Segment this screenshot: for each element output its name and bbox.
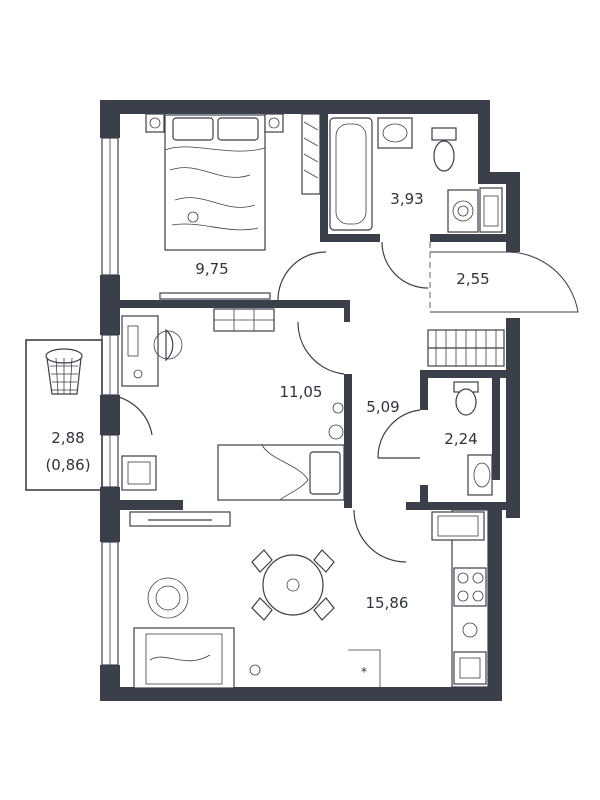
dresser — [159, 292, 271, 300]
closet — [427, 329, 505, 367]
sink — [377, 117, 413, 149]
nightstand-left — [145, 113, 165, 133]
bedroom-2-furniture — [121, 308, 345, 501]
round-rug — [147, 577, 189, 619]
double-bed — [164, 114, 266, 251]
laundry-basket-icon — [45, 348, 83, 395]
loggia — [25, 339, 153, 491]
asterisk-mark: * — [361, 665, 367, 679]
ball-toy — [328, 402, 344, 440]
toilet — [431, 127, 457, 172]
wardrobe — [301, 113, 321, 195]
armchair — [121, 455, 157, 491]
washing-machine — [447, 189, 479, 233]
tv-stand — [129, 511, 231, 527]
room-area-toilet: 2,24 — [444, 430, 477, 448]
bathroom-fixtures — [329, 117, 503, 289]
window-living — [101, 541, 119, 666]
room-area-bedroom-1: 9,75 — [195, 260, 228, 278]
room-area-kitchen-living: 15,86 — [366, 594, 409, 612]
interior-walls — [115, 110, 510, 510]
room-area-loggia-reduced: (0,86) — [45, 456, 90, 474]
bedroom-1-furniture — [145, 113, 327, 301]
hand-sink — [467, 454, 493, 496]
shelf — [213, 308, 275, 332]
dining-table — [251, 549, 335, 621]
bathroom-door-swing — [381, 241, 429, 289]
toilet-door-swing — [377, 409, 421, 459]
windows — [101, 137, 119, 666]
wc-toilet — [453, 381, 479, 416]
nightstand-right — [264, 113, 284, 133]
toilet-room-fixtures — [377, 381, 493, 496]
bedroom-2-door-swing — [297, 321, 345, 375]
desk — [121, 315, 159, 387]
room-area-loggia-total: 2,88 — [51, 429, 84, 447]
floor-niche — [348, 649, 381, 687]
single-bed — [217, 444, 345, 501]
exterior-walls — [100, 100, 520, 701]
room-area-corridor: 5,09 — [366, 398, 399, 416]
desk-chair — [153, 328, 183, 362]
coffee-table — [249, 664, 261, 676]
room-area-bedroom-2: 11,05 — [280, 383, 323, 401]
hall-nook — [427, 242, 579, 367]
sofa — [133, 627, 235, 689]
window-bedroom-1 — [101, 137, 119, 276]
kitchen-counter — [431, 509, 489, 688]
entry-door-swing — [353, 509, 407, 563]
loggia-door-swing — [103, 394, 153, 436]
window-bedroom-2 — [101, 334, 119, 396]
kitchen-living-furniture — [129, 509, 489, 689]
water-heater — [479, 187, 503, 233]
bathtub — [329, 117, 373, 231]
room-area-hall-nook: 2,55 — [456, 270, 489, 288]
window-bedroom-2-lower — [101, 434, 119, 488]
room-area-bathroom: 3,93 — [390, 190, 423, 208]
bedroom-1-door-swing — [277, 251, 327, 301]
room-labels: 9,75 3,93 2,55 11,05 5,09 2,24 2,88 (0,8… — [45, 190, 489, 679]
